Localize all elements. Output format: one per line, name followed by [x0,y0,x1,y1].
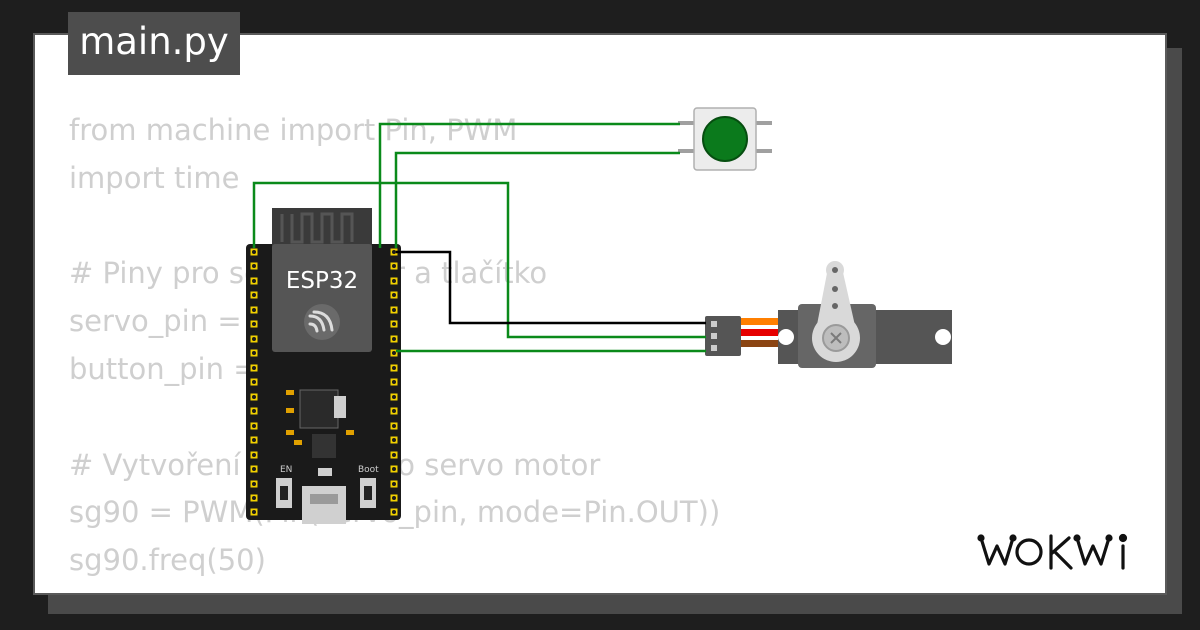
wires [252,122,706,353]
chip-label: ESP32 [286,268,358,294]
voltage-regulator [299,389,339,429]
wire-servo-power [252,181,706,339]
espressif-logo-icon [304,304,340,340]
usb-port [302,486,346,524]
code-line: sg90.freq(50) [69,543,266,578]
en-label: EN [280,465,292,475]
servo-horn-icon [816,268,856,330]
servo-power-wire [740,329,792,336]
capacitor [334,396,346,418]
servo-signal-wire [740,318,792,325]
wire-ground [396,250,706,325]
servo-motor[interactable] [705,261,952,368]
file-tab[interactable]: main.py [68,12,240,75]
code-line: import time [69,160,240,195]
boot-label: Boot [358,465,379,475]
code-line: from machine import Pin, PWM [69,113,518,147]
servo-connector [705,316,741,356]
wokwi-logo-icon [977,533,1128,570]
servo-ground-wire [740,340,792,347]
button-cap-icon [702,116,748,162]
esp32-board[interactable]: ESP32 EN Boot [246,208,401,524]
usb-uart-chip [312,434,336,458]
pushbutton[interactable] [678,107,772,171]
wire-button-b [394,151,680,248]
wire-button-a [378,122,680,248]
esp32-module [272,244,372,352]
